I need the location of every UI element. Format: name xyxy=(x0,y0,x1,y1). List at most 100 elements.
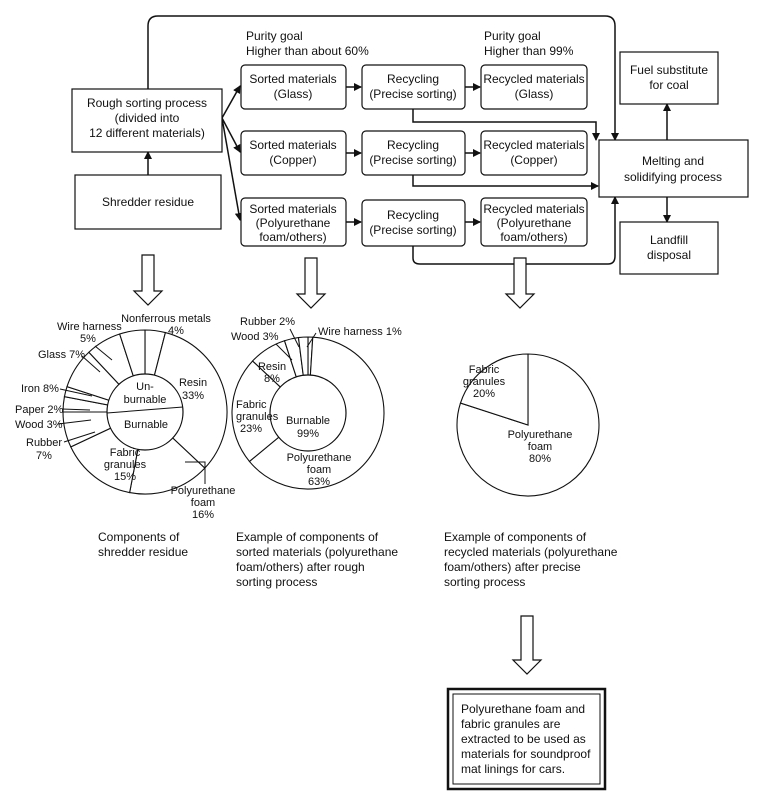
caption-recycled: Example of components of recycled materi… xyxy=(444,530,618,589)
fuel-line-1: Fuel substitute xyxy=(630,63,708,77)
sorted-copper-line-2: (Copper) xyxy=(269,153,316,167)
arrow-rough-to-melting xyxy=(147,15,619,141)
pie3-label-fabric-2: granules xyxy=(463,376,506,388)
pie3-label-fabric-pct: 20% xyxy=(473,388,495,400)
purity-goal-left: Purity goal Higher than about 60% xyxy=(246,29,369,58)
recycled-glass-line-2: (Glass) xyxy=(515,87,554,101)
pie1-leader-paper xyxy=(61,408,91,411)
recycling-pu-line-1: Recycling xyxy=(387,208,439,222)
fuel-line-2: for coal xyxy=(649,78,688,92)
sorted-copper-box: Sorted materials (Copper) xyxy=(240,130,347,176)
caption2-line-4: sorting process xyxy=(236,575,317,589)
landfill-line-2: disposal xyxy=(647,248,691,262)
pie2-center-pct: 99% xyxy=(297,428,319,440)
pie3-label-pu-pct: 80% xyxy=(529,453,551,465)
pie2-center-burnable: Burnable xyxy=(286,415,330,427)
pie2-label-pu: Polyurethane xyxy=(287,452,352,464)
landfill-box: Landfill disposal xyxy=(619,221,719,275)
pie1-slice-resin xyxy=(144,331,228,469)
conclusion-line-2: fabric granules are xyxy=(461,717,561,731)
recycled-glass-box: Recycled materials (Glass) xyxy=(480,64,588,110)
pie2-label-fabric-pct: 23% xyxy=(240,423,262,435)
pie1-center-burnable: Burnable xyxy=(124,419,168,431)
pie2-label-pu-2: foam xyxy=(307,464,331,476)
pie1-label-iron: Iron 8% xyxy=(21,383,59,395)
pie2-label-resin: Resin xyxy=(258,361,286,373)
purity-goal-right-value: Higher than 99% xyxy=(484,44,574,58)
recycled-copper-line-2: (Copper) xyxy=(510,153,557,167)
pie-sorted-materials: Burnable 99% Rubber 2% Wood 3% Wire harn… xyxy=(231,316,402,490)
pie1-label-wood: Wood 3% xyxy=(15,419,63,431)
hollow-arrow-3 xyxy=(504,257,536,309)
recycled-pu-box: Recycled materials (Polyurethane foam/ot… xyxy=(480,197,588,247)
pie1-leader-pu xyxy=(185,461,206,484)
pie2-leader-wire xyxy=(306,332,317,348)
recycled-glass-line-1: Recycled materials xyxy=(483,72,584,86)
fuel-substitute-box: Fuel substitute for coal xyxy=(619,51,719,105)
pie2-label-wire: Wire harness 1% xyxy=(318,326,402,338)
melting-box: Melting and solidifying process xyxy=(598,139,749,198)
recycling-glass-box: Recycling (Precise sorting) xyxy=(361,64,466,110)
sorted-pu-line-1: Sorted materials xyxy=(249,202,336,216)
arrow-rough-to-copper xyxy=(221,117,241,153)
recycling-pu-line-2: (Precise sorting) xyxy=(369,223,456,237)
pie1-label-nonferrous: Nonferrous metals xyxy=(121,313,211,325)
purity-goal-left-value: Higher than about 60% xyxy=(246,44,369,58)
caption2-line-2: sorted materials (polyurethane xyxy=(236,545,398,559)
purity-goal-right: Purity goal Higher than 99% xyxy=(484,29,574,58)
pie1-inner-circle xyxy=(106,373,184,451)
recycling-pu-box: Recycling (Precise sorting) xyxy=(361,199,466,247)
pie3-label-fabric: Fabric xyxy=(469,364,500,376)
arrow-rough-to-glass xyxy=(221,85,241,119)
hollow-arrow-4 xyxy=(511,615,543,675)
pie3-label-pu: Polyurethane xyxy=(508,429,573,441)
hollow-arrow-1 xyxy=(132,254,164,306)
recycling-copper-line-2: (Precise sorting) xyxy=(369,153,456,167)
caption2-line-1: Example of components of xyxy=(236,530,379,544)
pie2-label-rubber: Rubber 2% xyxy=(240,316,295,328)
pie2-label-resin-pct: 8% xyxy=(264,373,280,385)
sorted-glass-line-1: Sorted materials xyxy=(249,72,336,86)
recycling-glass-line-2: (Precise sorting) xyxy=(369,87,456,101)
melting-line-1: Melting and xyxy=(642,154,704,168)
sorted-copper-line-1: Sorted materials xyxy=(249,138,336,152)
pie1-leader-glass xyxy=(81,355,101,373)
melting-line-2: solidifying process xyxy=(624,170,722,184)
pie1-label-resin: Resin xyxy=(179,377,207,389)
pie1-label-rubber-pct: 7% xyxy=(36,450,52,462)
caption3-line-1: Example of components of xyxy=(444,530,587,544)
pie2-label-pu-pct: 63% xyxy=(308,476,330,488)
pie1-label-pu: Polyurethane xyxy=(171,485,236,497)
caption1-line-2: shredder residue xyxy=(98,545,188,559)
pie1-label-rubber: Rubber xyxy=(26,437,62,449)
caption3-line-4: sorting process xyxy=(444,575,525,589)
pie1-label-nonferrous-pct: 4% xyxy=(168,325,184,337)
recycled-pu-line-2: (Polyurethane xyxy=(497,216,572,230)
pie1-leader-iron xyxy=(59,388,93,397)
landfill-line-1: Landfill xyxy=(650,233,688,247)
pie-recycled-materials: Fabric granules 20% Polyurethane foam 80… xyxy=(456,353,600,497)
arrow-glass-residue-to-melting xyxy=(412,109,600,141)
pie1-center-unburnable-1: Un- xyxy=(136,381,154,393)
pie2-leader-wood xyxy=(275,343,293,361)
pie2-label-fabric-2: granules xyxy=(236,411,279,423)
sorted-pu-line-3: foam/others) xyxy=(259,230,326,244)
sorted-glass-box: Sorted materials (Glass) xyxy=(240,64,347,110)
caption-sorted: Example of components of sorted material… xyxy=(236,530,398,589)
pie1-label-glass: Glass 7% xyxy=(38,349,85,361)
sorted-pu-line-2: (Polyurethane xyxy=(256,216,331,230)
pie1-label-pu-2: foam xyxy=(191,497,215,509)
pie1-inner-divider xyxy=(106,406,184,414)
pie3-label-pu-2: foam xyxy=(528,441,552,453)
caption3-line-2: recycled materials (polyurethane xyxy=(444,545,618,559)
shredder-residue-box: Shredder residue xyxy=(74,174,222,230)
rough-sorting-line-1: Rough sorting process xyxy=(87,96,207,110)
conclusion-line-3: extracted to be used as xyxy=(461,732,586,746)
pie1-label-fabric-2: granules xyxy=(104,459,147,471)
pie2-inner-circle xyxy=(269,374,347,452)
pie2-label-fabric: Fabric xyxy=(236,399,267,411)
conclusion-line-1: Polyurethane foam and xyxy=(461,702,585,716)
pie3-slices xyxy=(456,353,600,497)
recycled-copper-box: Recycled materials (Copper) xyxy=(480,130,588,176)
